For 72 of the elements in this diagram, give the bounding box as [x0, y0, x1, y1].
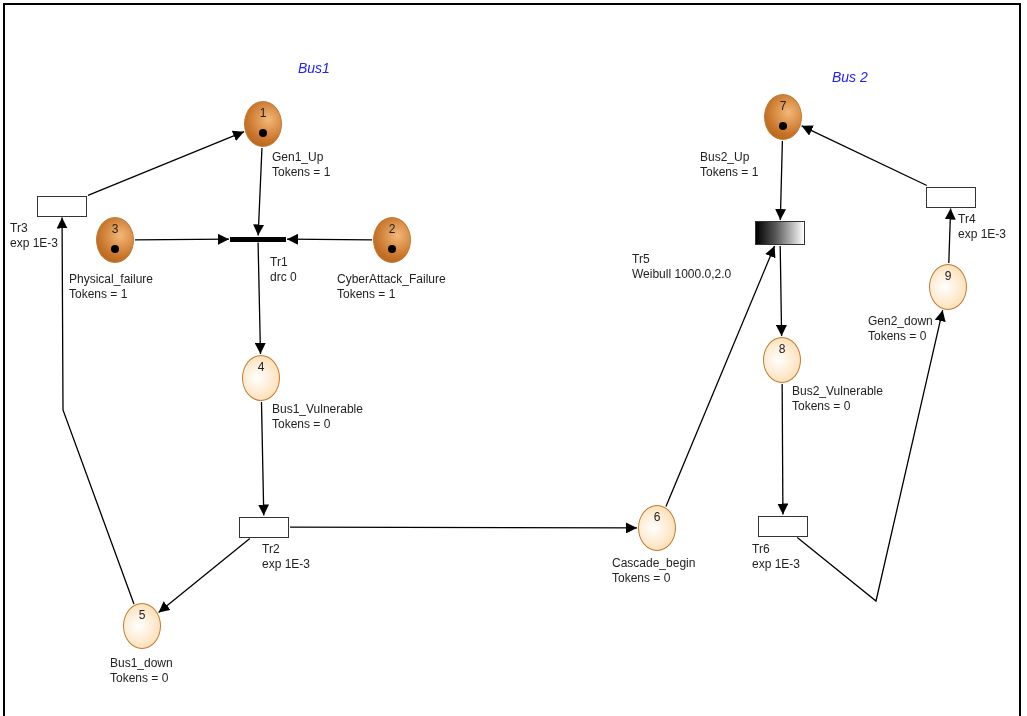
- node-attribute: exp 1E-3: [752, 557, 801, 572]
- transition-box: [758, 515, 808, 537]
- node-name: Tr4: [958, 212, 977, 227]
- node-attribute: exp 1E-3: [262, 557, 311, 572]
- node-name: Tr5: [632, 252, 651, 267]
- node-attribute: drc 0: [270, 270, 297, 285]
- transition-box: [755, 221, 805, 245]
- node-attribute: Tokens = 0: [792, 399, 852, 414]
- arc-arrow: [254, 241, 266, 355]
- place-number: 6: [653, 510, 661, 524]
- arc-arrow: [157, 537, 251, 614]
- node-attribute: Tokens = 1: [272, 165, 331, 180]
- place-number: 3: [111, 222, 119, 236]
- place-number: 9: [944, 269, 952, 283]
- node-attribute: Tokens = 1: [337, 287, 397, 302]
- arc-arrow: [87, 130, 245, 197]
- transition-bar: [230, 236, 286, 242]
- arc-arrow: [289, 522, 638, 534]
- place-circle: [96, 217, 134, 263]
- arc-arrow: [134, 233, 230, 245]
- node-name: Bus1_Vulnerable: [272, 402, 363, 417]
- transition-box: [926, 186, 976, 208]
- node-name: Cascade_begin: [612, 556, 696, 571]
- arc-arrow: [800, 125, 928, 187]
- node-name: Bus1_down: [110, 656, 173, 671]
- node-attribute: exp 1E-3: [10, 236, 59, 251]
- node-name: Tr2: [262, 542, 281, 557]
- node-attribute: exp 1E-3: [958, 227, 1007, 242]
- place-circle: [764, 94, 802, 140]
- place-circle: [929, 264, 967, 310]
- group-label: Bus 2: [832, 69, 868, 85]
- arc-arrow: [665, 245, 776, 508]
- node-name: Gen2_down: [868, 314, 933, 329]
- arc-arrow: [56, 216, 135, 605]
- place-number: 8: [778, 342, 786, 356]
- node-attribute: Tokens = 1: [69, 287, 129, 302]
- node-attribute: Tokens = 0: [868, 329, 928, 344]
- node-attribute: Tokens = 1: [700, 165, 759, 180]
- transition-box: [239, 516, 289, 538]
- node-attribute: Weibull 1000.0,2.0: [632, 267, 732, 282]
- node-attribute: Tokens = 0: [110, 671, 170, 686]
- place-number: 1: [259, 106, 267, 120]
- arc-arrow: [796, 309, 946, 603]
- node-name: Bus2_Vulnerable: [792, 384, 883, 399]
- arc-arrow: [775, 245, 787, 337]
- node-name: Tr6: [752, 542, 771, 557]
- place-circle: [373, 217, 411, 263]
- node-attribute: Tokens = 0: [272, 417, 332, 432]
- node-name: Bus2_Up: [700, 150, 751, 165]
- arc-arrow: [253, 147, 265, 237]
- arc-arrow: [286, 233, 373, 245]
- group-label: Bus1: [298, 60, 330, 76]
- arc-arrow: [258, 401, 270, 517]
- node-name: Tr3: [10, 221, 29, 236]
- place-circle: [244, 101, 282, 147]
- place-circle: [123, 603, 161, 649]
- node-name: Physical_failure: [69, 272, 154, 287]
- place-circle: [638, 505, 676, 551]
- arc-arrow: [944, 207, 956, 264]
- node-attribute: Tokens = 0: [612, 571, 672, 586]
- arc-arrow: [777, 383, 789, 516]
- place-number: 5: [138, 608, 146, 622]
- arc-arrow: [775, 140, 787, 221]
- place-circle: [242, 355, 280, 401]
- node-name: Tr1: [270, 255, 289, 270]
- place-circle: [763, 337, 801, 383]
- node-name: Gen1_Up: [272, 150, 325, 165]
- place-number: 7: [779, 99, 787, 113]
- transition-box: [37, 195, 87, 217]
- node-name: CyberAttack_Failure: [337, 272, 446, 287]
- place-number: 4: [257, 360, 265, 374]
- place-number: 2: [388, 222, 396, 236]
